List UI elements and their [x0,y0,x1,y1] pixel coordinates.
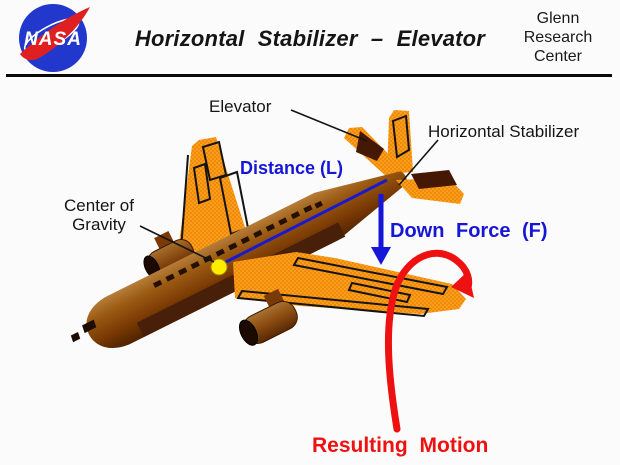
org-name-line2: Research [523,29,593,46]
elevator-left-surface [356,131,384,161]
label-distance: Distance (L) [240,158,343,178]
page-title: Horizontal Stabilizer – Elevator [134,26,486,51]
right-wing [233,252,466,318]
label-center-of-gravity-line2: Gravity [72,215,126,234]
org-name-line1: Glenn [536,10,580,27]
nasa-logo-icon: NASA [12,2,96,81]
horizontal-stabilizer-left [344,127,397,177]
cg-marker [210,258,228,276]
resulting-motion-arrow [384,249,474,433]
pointer-elevator [290,109,368,142]
pointer-horizontal-stabilizer [398,139,439,186]
vertical-stabilizer [387,110,413,174]
distance-line [221,178,388,266]
elevator-right-surface [411,170,457,189]
label-down-force: Down Force (F) [390,220,548,242]
left-wing [176,137,251,266]
label-elevator: Elevator [209,97,272,116]
header-divider [6,74,612,77]
engine-right [239,288,298,346]
org-name-line3: Center [533,48,583,65]
label-horizontal-stabilizer: Horizontal Stabilizer [428,122,580,141]
nasa-logo-swoosh [20,7,90,61]
org-name: Glenn Research Center [502,9,614,66]
cockpit-windows [70,319,97,343]
cabin-windows [152,200,323,288]
down-force-arrow [371,194,391,265]
label-center-of-gravity-line1: Center of [64,196,134,215]
pointer-center-of-gravity [139,225,215,263]
horizontal-stabilizer-right [396,170,464,204]
label-resulting-motion: Resulting Motion [312,434,488,457]
nasa-logo-text: NASA [24,29,82,50]
